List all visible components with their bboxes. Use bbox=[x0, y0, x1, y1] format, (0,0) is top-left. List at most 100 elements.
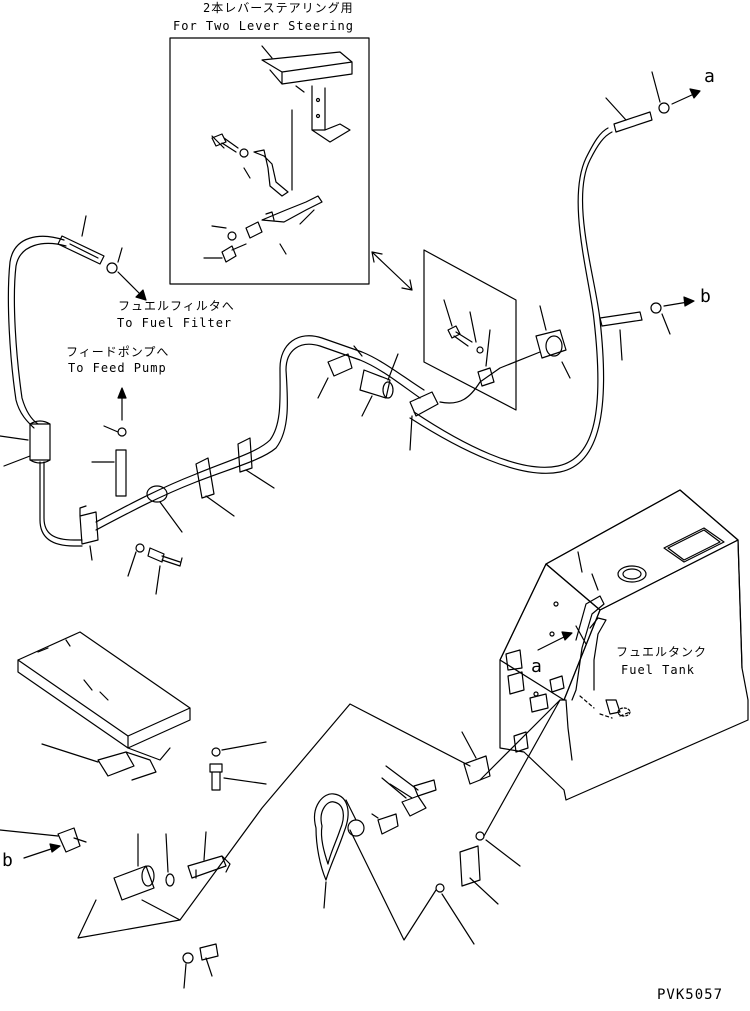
label-fuel-filter-jp: フュエルフィルタへ bbox=[118, 299, 235, 313]
bolt-plate bbox=[209, 763, 223, 791]
plate-bracket bbox=[97, 751, 157, 781]
fuel-tank bbox=[499, 489, 749, 801]
clamp-lower-left bbox=[79, 505, 99, 545]
washer-plate bbox=[211, 747, 221, 757]
hose-fuel-filter bbox=[57, 235, 105, 265]
loop-hose-inner bbox=[320, 801, 344, 865]
detail-panel-outline bbox=[423, 249, 517, 411]
bolt-bottom bbox=[199, 943, 219, 961]
inset-lever bbox=[261, 195, 323, 223]
banjo-fitting bbox=[535, 329, 567, 359]
banjo-bolt bbox=[347, 819, 365, 837]
dashed-hose bbox=[579, 695, 631, 719]
label-feed-pump-jp: フィードポンプへ bbox=[66, 345, 170, 359]
hose-feed-pump bbox=[115, 449, 127, 497]
inline-filter-end bbox=[382, 381, 394, 399]
tank-cover-plate bbox=[663, 527, 725, 563]
leader bbox=[323, 881, 327, 909]
tank-bolt bbox=[549, 631, 555, 637]
detail-clip bbox=[477, 367, 495, 387]
label-fuel-tank-en: Fuel Tank bbox=[621, 663, 696, 677]
filler-neck bbox=[617, 565, 647, 583]
leader bbox=[0, 829, 59, 837]
floor-plate-edge bbox=[127, 735, 171, 761]
clamp-fuel-filter bbox=[106, 262, 118, 274]
fuel-line-lower-left-2 bbox=[43, 461, 83, 541]
detail-panel bbox=[423, 249, 517, 411]
reference-line bbox=[349, 699, 561, 941]
tank-bolt bbox=[533, 691, 539, 697]
inset-bolt-2 bbox=[221, 243, 247, 263]
leader bbox=[441, 839, 521, 945]
washer-lower-left bbox=[135, 543, 145, 553]
inset-washer bbox=[239, 148, 249, 158]
arrow-to-b bbox=[663, 301, 689, 307]
fuel-line-right bbox=[439, 351, 541, 404]
arrow-from-b-left bbox=[23, 847, 55, 859]
arrow-to-tank-a bbox=[537, 635, 567, 651]
floor-plate-notch bbox=[37, 639, 109, 701]
marker-b-left: b bbox=[2, 850, 13, 871]
banjo-fitting-ring bbox=[545, 335, 563, 357]
tank-side-face bbox=[563, 539, 743, 701]
leader bbox=[539, 305, 671, 379]
inset-frame-bar bbox=[261, 51, 353, 85]
arrow-to-a bbox=[671, 93, 695, 105]
inset-title-en: For Two Lever Steering bbox=[173, 19, 354, 33]
tank-fittings-cluster bbox=[529, 675, 621, 715]
arrow-head bbox=[49, 843, 61, 853]
arrow-head bbox=[561, 631, 573, 641]
hose-b bbox=[599, 311, 643, 327]
inset-leader bbox=[203, 45, 315, 259]
reference-lines bbox=[77, 703, 471, 939]
leader bbox=[0, 435, 31, 467]
drain-outlet bbox=[617, 707, 631, 717]
label-fuel-filter-en: To Fuel Filter bbox=[117, 316, 233, 330]
label-feed-pump-en: To Feed Pump bbox=[68, 361, 167, 375]
arrow-head bbox=[135, 289, 147, 301]
clamp-feed-pump bbox=[117, 427, 127, 437]
leader bbox=[345, 731, 477, 821]
pipe-clamp bbox=[409, 391, 439, 417]
inset-bolt bbox=[211, 133, 239, 153]
inset-hole bbox=[315, 113, 321, 119]
clamp-a bbox=[658, 102, 670, 114]
inset-hole bbox=[315, 97, 321, 103]
detail-leader bbox=[443, 299, 491, 367]
arrow-to-fuel-filter bbox=[117, 271, 143, 297]
fuel-line-return-2 bbox=[413, 127, 609, 468]
arrow-head bbox=[117, 387, 127, 399]
leader bbox=[89, 545, 93, 561]
marker-b-right: b bbox=[700, 286, 711, 307]
leader bbox=[221, 741, 267, 785]
loop-hose bbox=[314, 793, 349, 881]
pipe-clamp-ring bbox=[146, 485, 168, 503]
double-arrow bbox=[371, 251, 413, 291]
leader bbox=[165, 833, 169, 873]
fuel-line-return bbox=[409, 131, 613, 474]
short-hose bbox=[459, 845, 481, 887]
inset-frame bbox=[169, 37, 370, 285]
elbow-fitting bbox=[57, 827, 87, 853]
marker-a-tank: a bbox=[531, 656, 542, 677]
drain-filter-body bbox=[113, 865, 155, 901]
leader bbox=[41, 743, 99, 763]
leader bbox=[605, 71, 661, 121]
label-fuel-tank-jp: フュエルタンク bbox=[616, 645, 708, 659]
inset-post bbox=[311, 85, 351, 143]
inset-title-jp: 2本レバーステアリング用 bbox=[203, 1, 354, 15]
detail-washer bbox=[476, 346, 484, 354]
clamp-small bbox=[435, 883, 445, 893]
tank-bracket bbox=[505, 649, 529, 753]
marker-a-top: a bbox=[704, 66, 715, 87]
clamp-small bbox=[475, 831, 485, 841]
gasket bbox=[377, 813, 399, 835]
leader bbox=[203, 831, 207, 861]
leader bbox=[81, 215, 123, 263]
o-ring bbox=[165, 873, 175, 887]
arrow-head bbox=[689, 88, 701, 99]
drain-filter-cap bbox=[141, 865, 155, 887]
drawing-code: PVK5057 bbox=[657, 987, 724, 1003]
arrow-head bbox=[683, 296, 695, 307]
bottom-plate-assembly bbox=[0, 631, 471, 989]
